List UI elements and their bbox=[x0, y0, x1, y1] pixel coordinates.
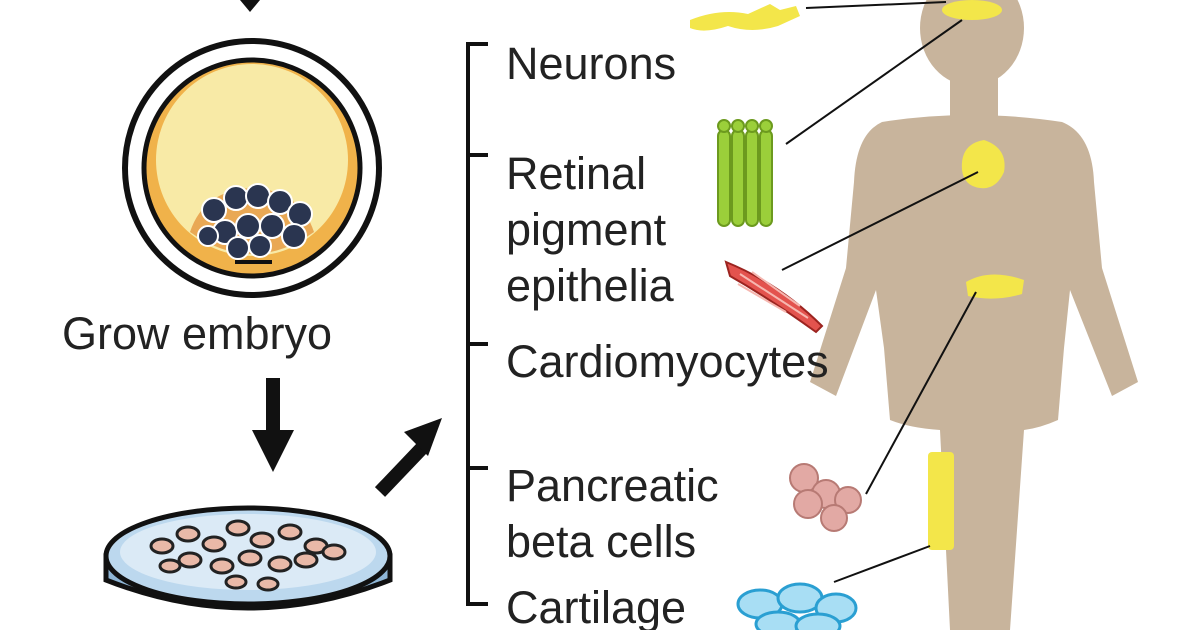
leader-lines bbox=[781, 1, 979, 583]
retinal-label-line2: pigment bbox=[506, 204, 667, 255]
knee-highlight bbox=[928, 452, 954, 550]
pancreas-highlight bbox=[966, 274, 1024, 299]
heart-highlight bbox=[961, 140, 1005, 189]
retinal-label-line1: Retinal bbox=[506, 148, 647, 199]
human-body-silhouette bbox=[810, 0, 1138, 630]
beta-cells-icon bbox=[789, 463, 862, 532]
cartilage-label: Cartilage bbox=[506, 582, 687, 630]
neurons-label: Neurons bbox=[506, 38, 677, 89]
cartilage-cells-icon bbox=[736, 582, 858, 630]
embryo-illustration bbox=[122, 38, 382, 298]
retinal-cells-icon bbox=[717, 119, 773, 227]
grow-embryo-label: Grow embryo bbox=[62, 308, 333, 359]
bracket-icon bbox=[466, 42, 488, 606]
top-arrow-icon bbox=[240, 0, 260, 12]
neuron-cell-icon bbox=[690, 4, 800, 31]
diagonal-arrow-icon bbox=[374, 418, 442, 497]
down-arrow-icon bbox=[252, 378, 294, 472]
petri-dish-illustration bbox=[103, 505, 393, 611]
inner-cell-mass bbox=[197, 183, 313, 260]
retinal-label-line3: epithelia bbox=[506, 260, 674, 311]
cardiac-muscle-icon bbox=[724, 260, 824, 334]
dish-cells bbox=[149, 519, 347, 592]
cardiomyocytes-label: Cardiomyocytes bbox=[506, 336, 829, 387]
brain-highlight bbox=[942, 0, 1002, 20]
pancreatic-label-line2: beta cells bbox=[506, 516, 697, 567]
pancreatic-label-line1: Pancreatic bbox=[506, 460, 719, 511]
organ-highlights bbox=[928, 0, 1024, 550]
